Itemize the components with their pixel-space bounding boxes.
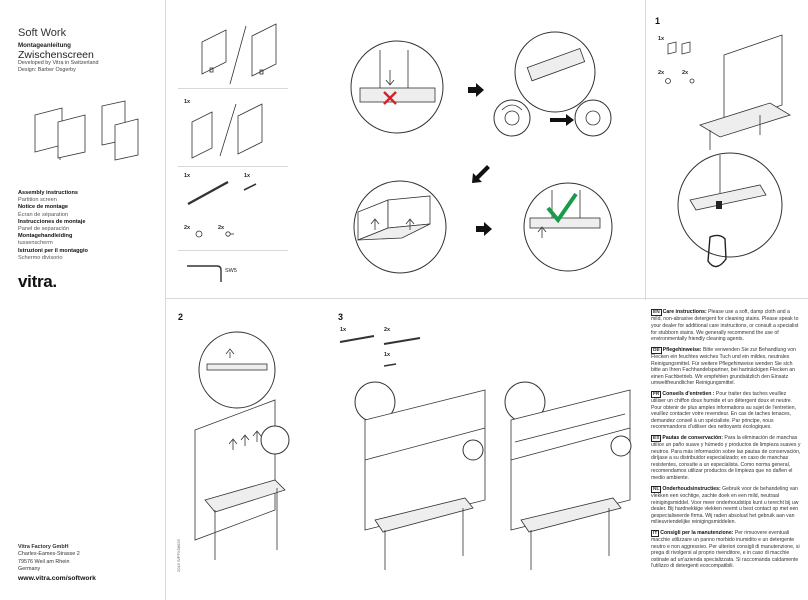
parts-divider-2 <box>178 166 288 167</box>
arrow-right-icon <box>468 83 484 97</box>
arrow-down-left-icon <box>472 165 490 183</box>
website-link[interactable]: www.vitra.com/softwork <box>18 575 96 582</box>
panel-qty: 1x <box>184 99 191 105</box>
detail-base-remove <box>350 40 444 134</box>
detail-seat-insert <box>353 180 447 274</box>
parts-divider-3 <box>178 250 288 251</box>
cover-panel: Soft Work Montageanleitung Zwischenscree… <box>0 0 165 600</box>
step3-rail-qty-a: 1x <box>340 327 347 333</box>
detail-base-rotation <box>493 31 612 137</box>
step1-screw-qty-b: 2x <box>682 70 689 76</box>
screw-icon <box>195 230 234 238</box>
step1-screw-qty-a: 2x <box>658 70 665 76</box>
product-subtitle: Zwischenscreen <box>18 49 94 61</box>
divider-horizontal <box>166 298 808 299</box>
document-code: 2015 S/PFX58026 <box>176 539 181 572</box>
divider-mid <box>645 0 646 300</box>
step3-assembly-illustration-b <box>504 381 632 570</box>
tool-label: SW5 <box>225 268 237 274</box>
step3-clip-qty: 1x <box>384 352 391 358</box>
step1-clip-icon <box>667 41 691 55</box>
arrow-right-icon-2 <box>476 222 492 236</box>
manual-label: Montageanleitung <box>18 42 71 49</box>
step-1-number: 1 <box>655 16 661 26</box>
company-address: Vitra Factory GmbH Charles-Eames-Strasse… <box>18 544 80 573</box>
divider-left <box>165 0 166 600</box>
step2-assembly-illustration <box>194 331 290 560</box>
detail-check-ok <box>523 182 613 272</box>
step1-clip-qty: 1x <box>658 36 665 42</box>
parts-panels-illustration <box>201 23 277 85</box>
step3-assembly-illustration-a <box>354 381 486 570</box>
rail-parts-illustration <box>187 180 257 206</box>
parts-panel-illustration <box>191 103 263 159</box>
step-3-number: 3 <box>338 312 344 322</box>
step1-screws-icon <box>665 78 695 84</box>
screw-qty-b: 2x <box>218 225 225 231</box>
rail-qty-a: 1x <box>184 173 191 179</box>
screw-qty-a: 2x <box>184 225 191 231</box>
step3-rails-icon <box>339 335 421 367</box>
step-2-number: 2 <box>178 312 184 322</box>
developed-by: Developed by Vitra in Switzerland <box>18 60 99 66</box>
vitra-logo: vitra. <box>18 272 57 291</box>
product-illustration <box>34 100 139 161</box>
step1-assembly-illustration <box>677 34 791 268</box>
product-title: Soft Work <box>18 27 67 39</box>
allen-key-icon <box>187 265 222 282</box>
design-by: Design: Barber Osgerby <box>18 67 76 73</box>
rail-qty-b: 1x <box>244 173 251 179</box>
parts-divider-1 <box>178 88 288 89</box>
step3-rail-qty-b: 2x <box>384 327 391 333</box>
